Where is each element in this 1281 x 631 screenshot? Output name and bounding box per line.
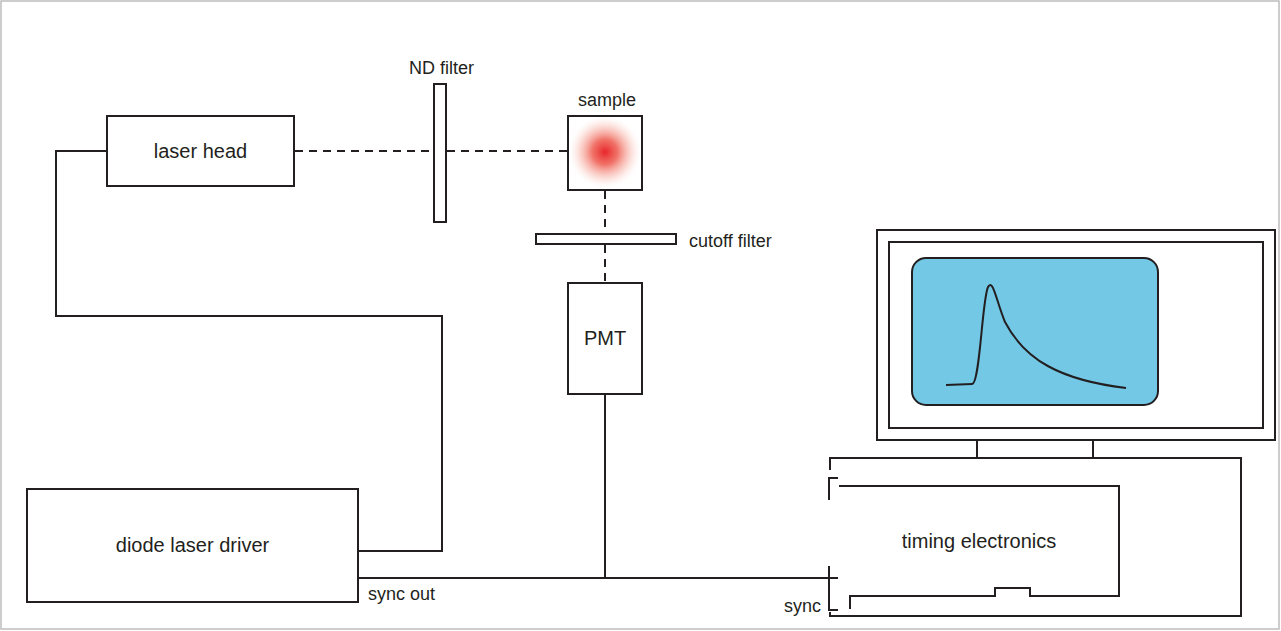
computer-case [830,458,1241,616]
cutoff-filter: cutoff filter [535,233,677,245]
signal-cable [605,395,838,578]
pmt-box: PMT [567,282,643,395]
fluorescence-glow [569,116,641,188]
node-label: PMT [584,327,626,350]
timing-card: timing electronics [838,485,1120,597]
laser-beam [447,150,567,152]
screen [912,258,1158,405]
monitor-stand [977,440,1093,458]
sync-label: sync [782,596,823,617]
monitor-bezel [889,242,1263,428]
laser-head: laser head [106,115,295,187]
emission-beam [604,245,606,282]
decay-curve [946,285,1126,388]
laser-beam [295,150,433,152]
node-label: laser head [154,140,247,163]
card-bracket [829,478,838,610]
node-label: timing electronics [902,530,1057,553]
nd-filter: ND filter [433,83,447,223]
sync-out-label: sync out [366,584,437,605]
part-label: ND filter [409,58,474,79]
emission-beam [604,191,606,233]
node-label: diode laser driver [116,534,269,557]
sample-cuvette: sample [567,115,643,191]
monitor-frame [877,230,1275,440]
sync-cable [359,577,838,579]
part-label: cutoff filter [689,231,772,252]
part-label: sample [578,90,636,111]
laser-driver-box: diode laser driver [26,488,359,603]
